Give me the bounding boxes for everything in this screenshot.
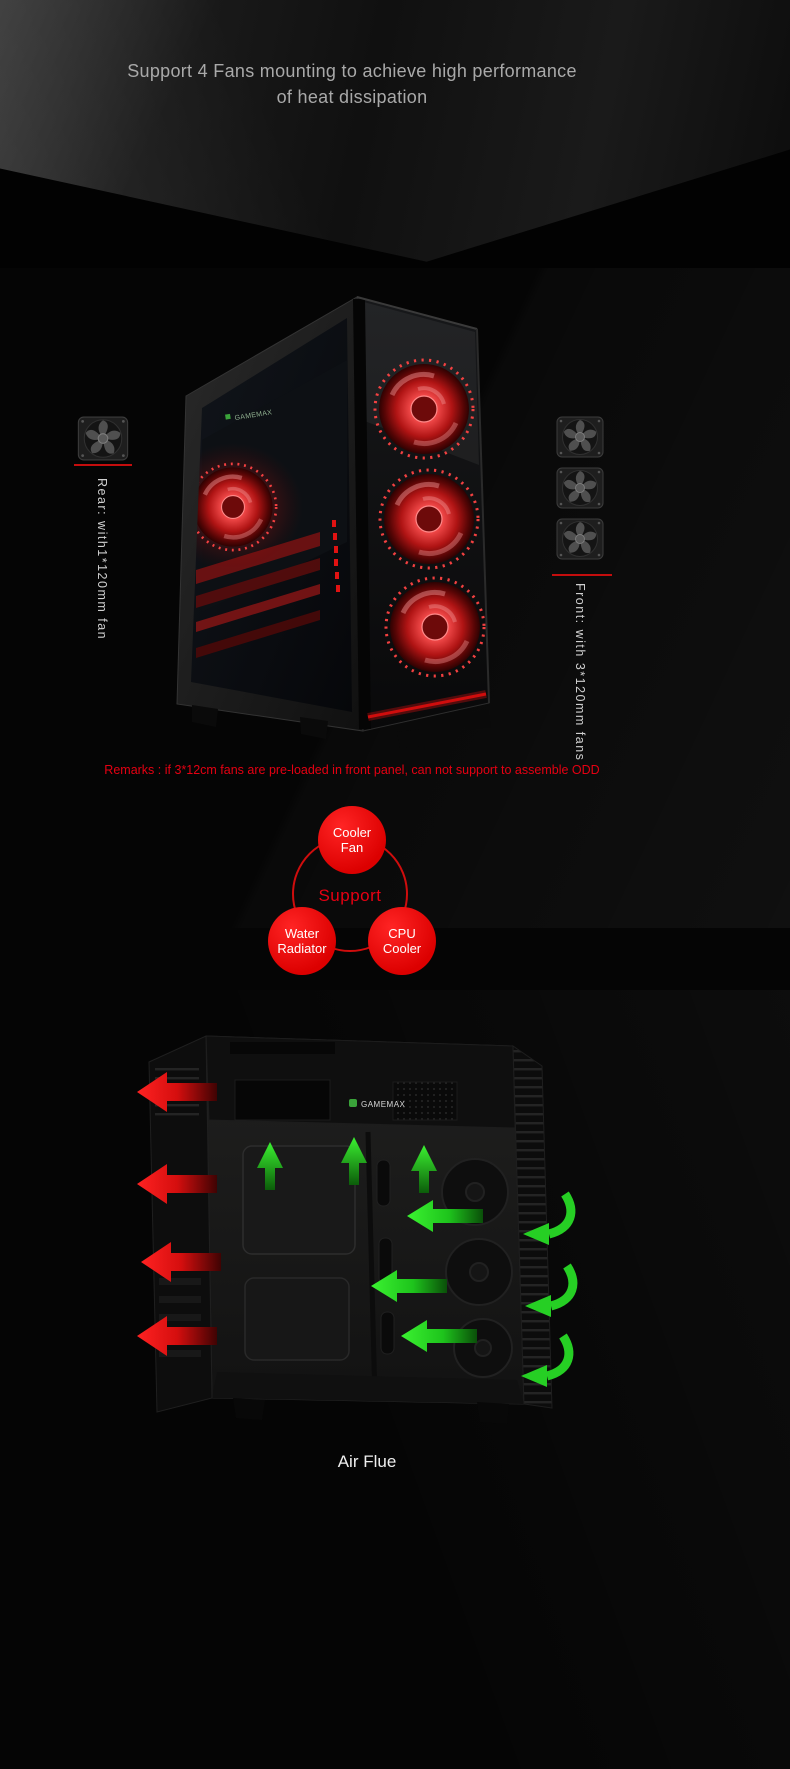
- front-vent-panel: [512, 1045, 553, 1409]
- page-title-line1: Support 4 Fans mounting to achieve high …: [127, 61, 577, 81]
- front-divider: [552, 574, 612, 576]
- airflow-case-feet: [233, 1398, 509, 1424]
- support-bubble-water-radiator: Water Radiator: [268, 907, 336, 975]
- cable-grommets: [376, 1159, 395, 1355]
- motherboard-tray-cutout: [242, 1145, 356, 1255]
- page-title-line2: of heat dissipation: [276, 87, 428, 107]
- bubble-label-line: Fan: [340, 840, 364, 855]
- front-fan-icon-2: [556, 467, 604, 509]
- hero-case-image: GAMEMAX: [176, 296, 491, 748]
- airflow-logo: GAMEMAX: [349, 1099, 406, 1109]
- case-right-edge: [476, 328, 490, 704]
- front-fan-mounts: [441, 1158, 513, 1378]
- psu-bay: [234, 1079, 331, 1121]
- front-fan-icon-1: [556, 416, 604, 458]
- top-vent: [230, 1042, 335, 1054]
- psu-grill: [392, 1081, 458, 1121]
- gamemax-logo-icon: [349, 1099, 357, 1107]
- air-flue-caption: Air Flue: [337, 1452, 397, 1471]
- rear-fan-label: Rear: with1*120mm fan: [95, 478, 109, 641]
- svg-text:GAMEMAX: GAMEMAX: [361, 1100, 406, 1109]
- case-top-edge: [356, 296, 478, 330]
- bubble-label-line: Cooler: [332, 825, 372, 840]
- case-feet: [192, 705, 491, 748]
- bubble-label-line: Cooler: [382, 941, 422, 956]
- front-led-strip: [367, 692, 487, 719]
- rear-divider: [74, 464, 132, 466]
- front-led-strip-dashes: [332, 520, 340, 592]
- front-fan-icon-3: [556, 518, 604, 560]
- support-bubble-cpu-cooler: CPU Cooler: [368, 907, 436, 975]
- lower-tray-cutout: [244, 1277, 350, 1361]
- bubble-label-line: Water: [284, 926, 320, 941]
- remarks-text: Remarks : if 3*12cm fans are pre-loaded …: [104, 763, 600, 777]
- case-front-edge: [353, 298, 371, 730]
- case-floor: [212, 1372, 524, 1404]
- front-fan-label: Front: with 3*120mm fans: [573, 583, 587, 762]
- bubble-label-line: Radiator: [277, 941, 327, 956]
- rear-fan-icon: [77, 416, 129, 461]
- case-interior-view: GAMEMAX: [191, 360, 347, 658]
- page-title: Support 4 Fans mounting to achieve high …: [0, 58, 704, 110]
- support-center-label: Support: [318, 886, 382, 905]
- airflow-case-image: GAMEMAX: [137, 1035, 680, 1424]
- support-bubble-cooler-fan: Cooler Fan: [318, 806, 386, 874]
- bubble-label-line: CPU: [388, 926, 416, 941]
- cable-bar: [365, 1131, 378, 1401]
